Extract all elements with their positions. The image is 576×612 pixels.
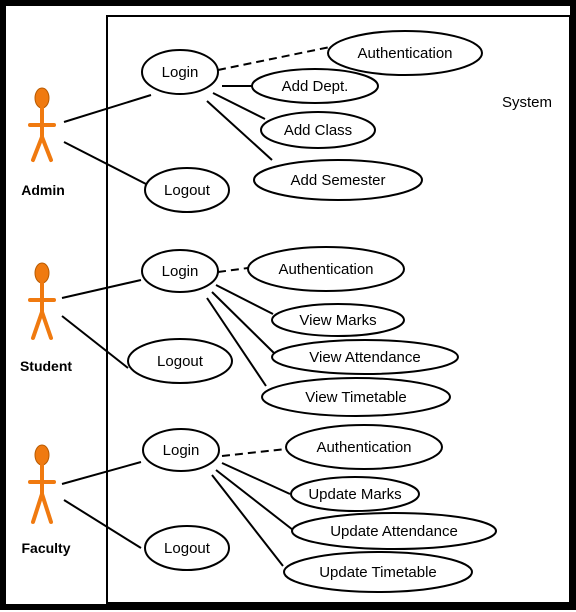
- stick-figure-icon: [28, 262, 56, 340]
- svg-text:Update Timetable: Update Timetable: [319, 564, 437, 581]
- svg-text:Authentication: Authentication: [278, 261, 373, 278]
- svg-text:Add Dept.: Add Dept.: [282, 78, 349, 95]
- svg-text:Update Marks: Update Marks: [308, 486, 401, 503]
- use-case-admin-logout: Logout: [144, 167, 230, 213]
- svg-text:View Marks: View Marks: [299, 312, 376, 329]
- use-case-update-attendance: Update Attendance: [291, 512, 497, 550]
- svg-text:Authentication: Authentication: [316, 439, 411, 456]
- actor-label-admin: Admin: [21, 182, 65, 198]
- actor-faculty: Faculty: [21, 444, 71, 556]
- use-case-add-semester: Add Semester: [253, 159, 423, 201]
- use-case-view-timetable: View Timetable: [261, 377, 451, 417]
- svg-text:View Timetable: View Timetable: [305, 389, 406, 406]
- use-case-student-login: Login: [141, 249, 219, 293]
- svg-text:Login: Login: [163, 442, 200, 459]
- svg-text:Authentication: Authentication: [357, 45, 452, 62]
- use-case-update-timetable: Update Timetable: [283, 551, 473, 593]
- svg-text:View Attendance: View Attendance: [309, 349, 420, 366]
- svg-text:Logout: Logout: [164, 540, 211, 557]
- use-case-update-marks: Update Marks: [290, 476, 420, 512]
- svg-text:Logout: Logout: [157, 353, 204, 370]
- use-case-faculty-login: Login: [142, 428, 220, 472]
- svg-text:Login: Login: [162, 263, 199, 280]
- use-case-view-attendance: View Attendance: [271, 339, 459, 375]
- actor-label-faculty: Faculty: [21, 540, 70, 556]
- actor-label-student: Student: [20, 358, 72, 374]
- stick-figure-icon: [28, 87, 56, 162]
- use-case-admin-login: Login: [141, 49, 219, 95]
- use-case-student-logout: Logout: [127, 338, 233, 384]
- admin-associations: [63, 46, 331, 185]
- use-case-add-class: Add Class: [260, 111, 376, 149]
- actor-admin: Admin: [21, 87, 65, 198]
- use-case-student-authentication: Authentication: [247, 246, 405, 292]
- use-case-faculty-authentication: Authentication: [285, 424, 443, 470]
- system-boundary: [106, 15, 571, 604]
- svg-text:Update Attendance: Update Attendance: [330, 523, 458, 540]
- faculty-associations: [61, 448, 294, 567]
- svg-text:Login: Login: [162, 64, 199, 81]
- stick-figure-icon: [28, 444, 56, 524]
- actor-student: Student: [20, 262, 72, 374]
- system-label: System: [502, 94, 552, 111]
- student-associations: [61, 267, 276, 387]
- use-case-view-marks: View Marks: [271, 303, 405, 337]
- svg-text:Add Class: Add Class: [284, 122, 352, 139]
- use-case-admin-authentication: Authentication: [327, 30, 483, 76]
- use-case-add-dept: Add Dept.: [251, 68, 379, 104]
- svg-text:Add Semester: Add Semester: [290, 172, 385, 189]
- use-case-faculty-logout: Logout: [144, 525, 230, 571]
- svg-text:Logout: Logout: [164, 182, 211, 199]
